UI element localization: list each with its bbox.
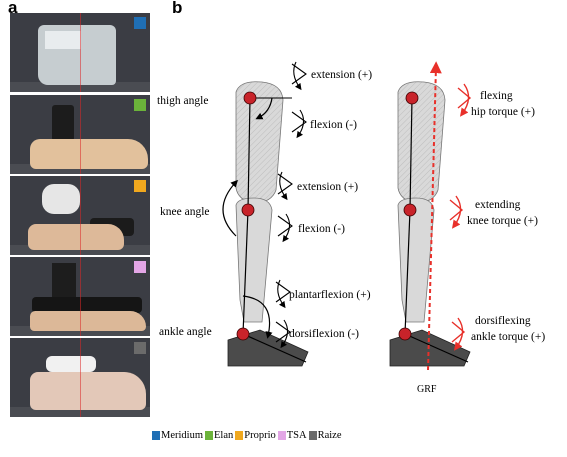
legend-label: Proprio <box>244 430 276 441</box>
panel-label-a: a <box>8 0 18 17</box>
right-leg: flexing hip torque (+) extending knee to… <box>389 61 545 395</box>
tsa-keel <box>32 297 142 313</box>
photo-tsa <box>10 257 150 336</box>
left-shank-segment <box>235 197 273 323</box>
raize-adapter <box>46 356 96 372</box>
right-shank-segment <box>397 197 435 323</box>
legend-swatch <box>277 431 286 440</box>
label-grf: GRF <box>417 384 437 395</box>
legend-label: Raize <box>317 430 342 441</box>
legend-item-elan: Elan <box>205 430 233 441</box>
label-ankle-dorsiflexion: dorsiflexion (-) <box>289 328 359 340</box>
legend-swatch <box>308 431 317 440</box>
swatch-elan <box>134 99 146 111</box>
label-ankle-torque-line1: dorsiflexing <box>475 315 531 327</box>
label-knee-extension: extension (+) <box>297 181 358 193</box>
legend-label: Elan <box>214 430 234 441</box>
ankle-angle-arc <box>242 295 273 339</box>
legend-label: TSA <box>286 430 307 441</box>
left-leg: thigh angle knee angle ankle angle exten… <box>157 61 372 367</box>
label-thigh-angle: thigh angle <box>157 95 208 107</box>
swatch-proprio <box>134 180 146 192</box>
torque-symbols-right <box>449 83 472 351</box>
label-ankle-angle: ankle angle <box>159 326 212 338</box>
legend-swatch <box>235 431 244 440</box>
elan-unit <box>52 105 74 141</box>
label-hip-torque-line1: flexing <box>480 90 513 102</box>
left-shank-axis <box>242 209 249 335</box>
foot-cosmesis <box>30 311 146 331</box>
legend-item-proprio: Proprio <box>235 430 276 441</box>
legend-swatch <box>205 431 213 440</box>
right-foot-axis <box>404 333 469 363</box>
label-knee-angle: knee angle <box>160 206 210 218</box>
knee-angle-arc <box>222 179 238 237</box>
photo-proprio <box>10 176 150 255</box>
legend-label: Meridium <box>161 430 203 441</box>
right-hip-joint <box>405 91 419 105</box>
proprio-unit <box>42 184 80 214</box>
label-hip-flexion: flexion (-) <box>310 119 357 131</box>
photo-raize <box>10 338 150 417</box>
right-thigh-axis <box>409 97 413 211</box>
left-ankle-joint <box>236 327 250 341</box>
foot-cosmesis <box>28 224 124 250</box>
thigh-angle-arc <box>255 97 273 120</box>
pylon-adapter <box>45 31 81 49</box>
foot-cosmesis <box>30 139 148 169</box>
swatch-tsa <box>134 261 146 273</box>
legend-item-raize: Raize <box>308 430 342 441</box>
legend-item-tsa: TSA <box>277 430 307 441</box>
foot-cosmesis <box>30 372 146 410</box>
right-knee-joint <box>403 203 417 217</box>
legend-swatch <box>152 431 160 440</box>
label-knee-flexion: flexion (-) <box>298 223 345 235</box>
label-hip-extension: extension (+) <box>311 69 372 81</box>
right-foot-segment <box>389 329 471 367</box>
rotation-symbols-left <box>275 61 307 349</box>
left-thigh-axis <box>247 97 251 211</box>
right-ankle-joint <box>398 327 412 341</box>
label-hip-torque-line2: hip torque (+) <box>471 106 535 118</box>
label-ankle-torque-line2: ankle torque (+) <box>471 331 545 343</box>
photo-elan <box>10 95 150 174</box>
panel-label-b: b <box>172 0 183 17</box>
left-hip-joint <box>243 91 257 105</box>
left-thigh-segment <box>235 81 284 205</box>
grf-vector <box>427 61 442 371</box>
right-thigh-segment <box>397 81 446 205</box>
legend-item-meridium: Meridium <box>152 430 203 441</box>
left-knee-joint <box>241 203 255 217</box>
label-knee-torque-line1: extending <box>475 199 521 211</box>
label-ankle-plantarflexion: plantarflexion (+) <box>289 289 371 301</box>
swatch-raize <box>134 342 146 354</box>
right-shank-axis <box>404 209 411 335</box>
tsa-pylon <box>52 263 76 297</box>
swatch-meridium <box>134 17 146 29</box>
left-foot-segment <box>227 329 309 367</box>
left-foot-axis <box>242 333 307 363</box>
legend: Meridium Elan Proprio TSA Raize <box>152 430 344 441</box>
photo-meridium <box>10 13 150 92</box>
label-knee-torque-line2: knee torque (+) <box>467 215 538 227</box>
